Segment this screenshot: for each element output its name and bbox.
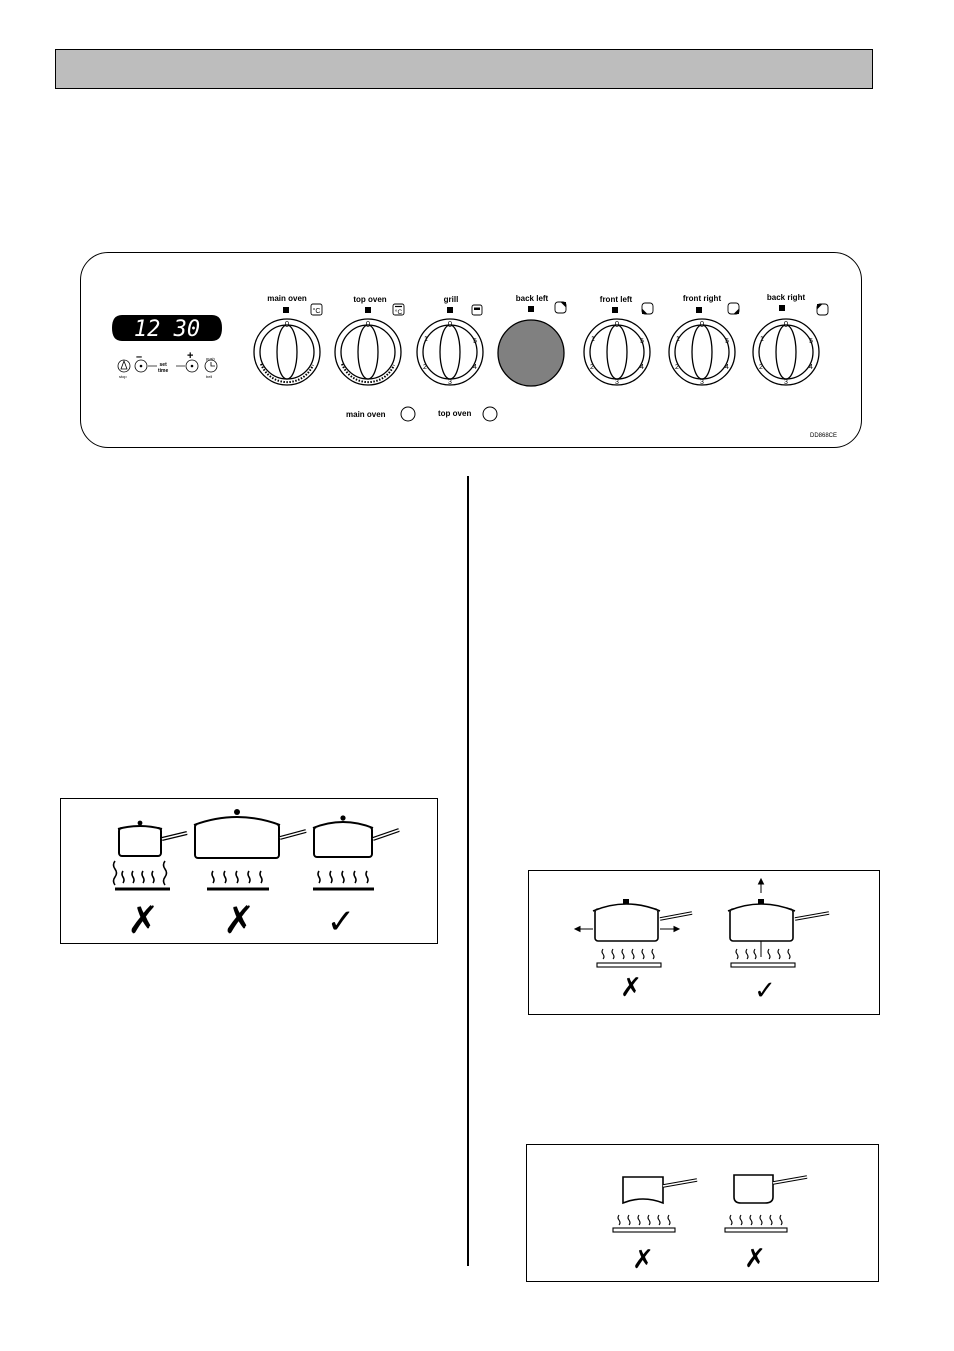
stop-label: stop xyxy=(119,374,127,379)
mark-2: ✗ xyxy=(223,898,255,942)
top-oven-knob[interactable]: 0 xyxy=(333,317,403,387)
knob-number-1: 1 xyxy=(424,336,428,343)
celsius-symbol: °C xyxy=(313,307,321,315)
knob-number-0: 0 xyxy=(784,320,789,329)
knob-label-main-oven: main oven xyxy=(267,294,307,303)
knob-label-back-left: back left xyxy=(515,294,549,303)
top-oven-celsius-icon: °C xyxy=(392,303,405,316)
front-right-indicator-lamp xyxy=(696,307,702,313)
main-oven-indicator-lamp xyxy=(283,307,289,313)
knob-number-2: 2 xyxy=(590,364,594,371)
pan-base-figure: ✗ ✗ xyxy=(526,1144,879,1282)
front-right-knob[interactable]: 0 1 2 3 4 5 xyxy=(667,317,737,387)
clock-display: 12 30 xyxy=(112,315,222,342)
stop-button[interactable] xyxy=(117,359,131,373)
pan-size-figure: ✗ ✗ ✓ xyxy=(60,798,438,944)
column-divider xyxy=(467,476,469,1266)
pan-size-drawing: ✗ ✗ ✓ xyxy=(112,809,400,942)
header-bar xyxy=(55,49,873,89)
mark-3: ✓ xyxy=(327,902,356,942)
knob-number-2: 2 xyxy=(675,364,679,371)
knob-number-4: 4 xyxy=(473,364,477,371)
timer-buttons xyxy=(117,359,218,373)
top-oven-indicator-lamp xyxy=(365,307,371,313)
back-left-solid-plate xyxy=(497,319,565,387)
mark-1: ✗ xyxy=(632,1245,654,1275)
bell-button[interactable] xyxy=(204,359,218,373)
knob-number-0: 0 xyxy=(615,320,620,329)
bell-label: bell xyxy=(206,374,213,379)
push-label: push xyxy=(206,356,215,361)
celsius-icon: °C xyxy=(310,303,323,316)
knob-number-0: 0 xyxy=(448,320,453,329)
plus-button[interactable] xyxy=(185,359,199,373)
knob-number-4: 4 xyxy=(640,364,644,371)
minus-label: – xyxy=(136,351,143,363)
minus-button[interactable] xyxy=(134,359,148,373)
knob-number-0: 0 xyxy=(700,320,705,329)
knob-number-3: 3 xyxy=(784,379,788,386)
knob-number-1: 1 xyxy=(591,336,595,343)
knob-label-top-oven: top oven xyxy=(353,295,387,304)
front-left-knob[interactable]: 0 1 2 3 4 5 xyxy=(582,317,652,387)
knob-number-5: 5 xyxy=(809,338,813,345)
front-left-indicator-lamp xyxy=(612,307,618,313)
knob-number-2: 2 xyxy=(759,364,763,371)
mark-2: ✗ xyxy=(744,1244,766,1274)
knob-number-4: 4 xyxy=(725,364,729,371)
back-left-indicator-lamp xyxy=(528,306,534,312)
knob-label-front-right: front right xyxy=(682,294,722,303)
back-right-knob[interactable]: 0 1 2 3 4 5 xyxy=(751,317,821,387)
knob-label-back-right: back right xyxy=(766,293,806,302)
grill-icon xyxy=(471,304,483,316)
set-time-label: set time xyxy=(158,362,169,374)
back-left-zone-icon xyxy=(554,301,567,314)
knob-number-5: 5 xyxy=(725,338,729,345)
top-oven-indicator-label: top oven xyxy=(438,409,472,418)
mark-1: ✗ xyxy=(620,973,642,1003)
main-oven-indicator-light xyxy=(400,406,416,422)
main-oven-knob[interactable]: 0 xyxy=(252,317,322,387)
pan-base-drawing: ✗ ✗ xyxy=(612,1174,808,1275)
plus-label: + xyxy=(187,350,194,362)
knob-number-1: 1 xyxy=(760,336,764,343)
knob-number-5: 5 xyxy=(640,338,644,345)
knob-number-5: 5 xyxy=(473,338,477,345)
mark-2: ✓ xyxy=(754,976,776,1006)
knob-number-3: 3 xyxy=(615,379,619,386)
top-oven-celsius-symbol: °C xyxy=(395,308,403,316)
knob-number-1: 1 xyxy=(676,336,680,343)
diagram-code: DD868CE xyxy=(810,433,838,439)
mark-1: ✗ xyxy=(127,898,159,942)
pan-position-figure: ✗ ✓ xyxy=(528,870,880,1015)
grill-knob[interactable]: 0 1 2 3 4 5 xyxy=(415,317,485,387)
pan-position-drawing: ✗ ✓ xyxy=(573,877,830,1006)
top-oven-indicator-light xyxy=(482,406,498,422)
knob-label-grill: grill xyxy=(443,295,459,304)
knob-number-2: 2 xyxy=(423,364,427,371)
knob-zero-label: 0 xyxy=(285,320,290,329)
back-right-indicator-lamp xyxy=(779,305,785,311)
knob-number-3: 3 xyxy=(700,379,704,386)
knob-number-4: 4 xyxy=(809,364,813,371)
clock-time: 12 30 xyxy=(134,317,200,342)
back-right-zone-icon xyxy=(816,303,829,316)
main-oven-indicator-label: main oven xyxy=(346,410,386,419)
front-left-zone-icon xyxy=(641,302,654,315)
front-right-zone-icon xyxy=(727,302,740,315)
knob-number-3: 3 xyxy=(448,379,452,386)
knob-zero-label: 0 xyxy=(366,320,371,329)
knob-label-front-left: front left xyxy=(599,295,633,304)
grill-indicator-lamp xyxy=(447,307,453,313)
